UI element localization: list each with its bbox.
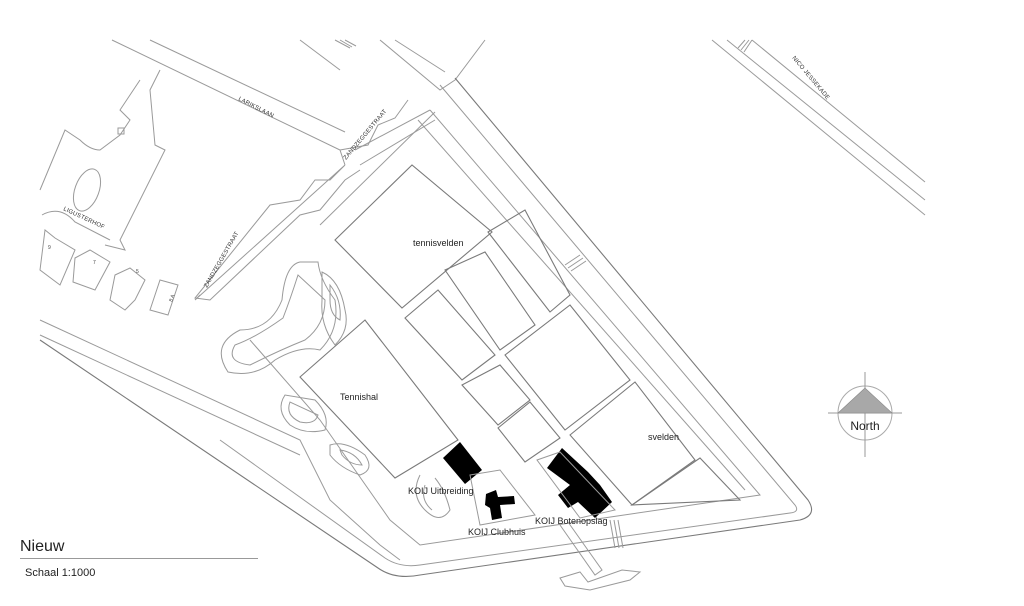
- house-number: 9: [48, 245, 51, 251]
- north-arrow-icon: North: [828, 372, 902, 457]
- tennis-court: [461, 364, 531, 426]
- street-label-lariksiaan: LARIKSLAAN: [237, 96, 275, 119]
- koij-uitbreiding-building: [443, 442, 482, 484]
- tennis-court: [404, 289, 496, 381]
- koij-clubhuis-building: [485, 490, 515, 520]
- nico-jessekade-road: [711, 39, 926, 216]
- street-label-zandzeggestraat-bottom: ZANDZEGGESTRAAT: [204, 231, 241, 289]
- plan-scale: Schaal 1:1000: [25, 567, 96, 579]
- zandzeggestraat-road: [194, 109, 436, 301]
- label-koij-uitbreiding: KOIJ Uitbreiding: [408, 486, 474, 496]
- label-koij-clubhuis: KOIJ Clubhuis: [468, 527, 526, 537]
- koij-botenopslag-building: [547, 448, 612, 518]
- street-label-nico-jessekade: NICO JESSEKADE: [790, 55, 830, 101]
- tennis-courts: [334, 164, 742, 506]
- pond-contours: [220, 261, 451, 518]
- tennis-court: [334, 164, 493, 309]
- house-number: 5: [136, 269, 139, 275]
- tennis-court: [497, 401, 561, 463]
- residential-block: [39, 69, 401, 561]
- label-tennisvelden-right: svelden: [648, 432, 679, 442]
- label-koij-botenopslag: KOIJ Botenopslag: [535, 516, 608, 526]
- new-buildings: [443, 442, 616, 526]
- house-number: 8 A: [168, 293, 176, 302]
- street-label-zandzeggestraat-top: ZANDZEGGESTRAAT: [343, 109, 389, 162]
- house-number: 7: [93, 260, 96, 266]
- plan-title: Nieuw: [20, 538, 65, 555]
- tennis-court: [569, 381, 696, 506]
- lariksiaan-road: [111, 39, 486, 166]
- label-tennishal: Tennishal: [340, 392, 378, 402]
- tennis-court: [630, 457, 742, 506]
- tennis-court: [504, 304, 631, 431]
- site-boundary: [39, 77, 813, 577]
- tennishal-building: [299, 319, 459, 479]
- title-divider: [20, 558, 258, 559]
- tennis-court: [487, 209, 571, 313]
- north-label: North: [850, 419, 879, 433]
- label-tennisvelden: tennisvelden: [413, 238, 464, 248]
- jetty: [559, 521, 642, 591]
- tennis-court: [444, 251, 536, 351]
- street-label-ligusterhof: LIGUSTERHOF: [62, 206, 105, 230]
